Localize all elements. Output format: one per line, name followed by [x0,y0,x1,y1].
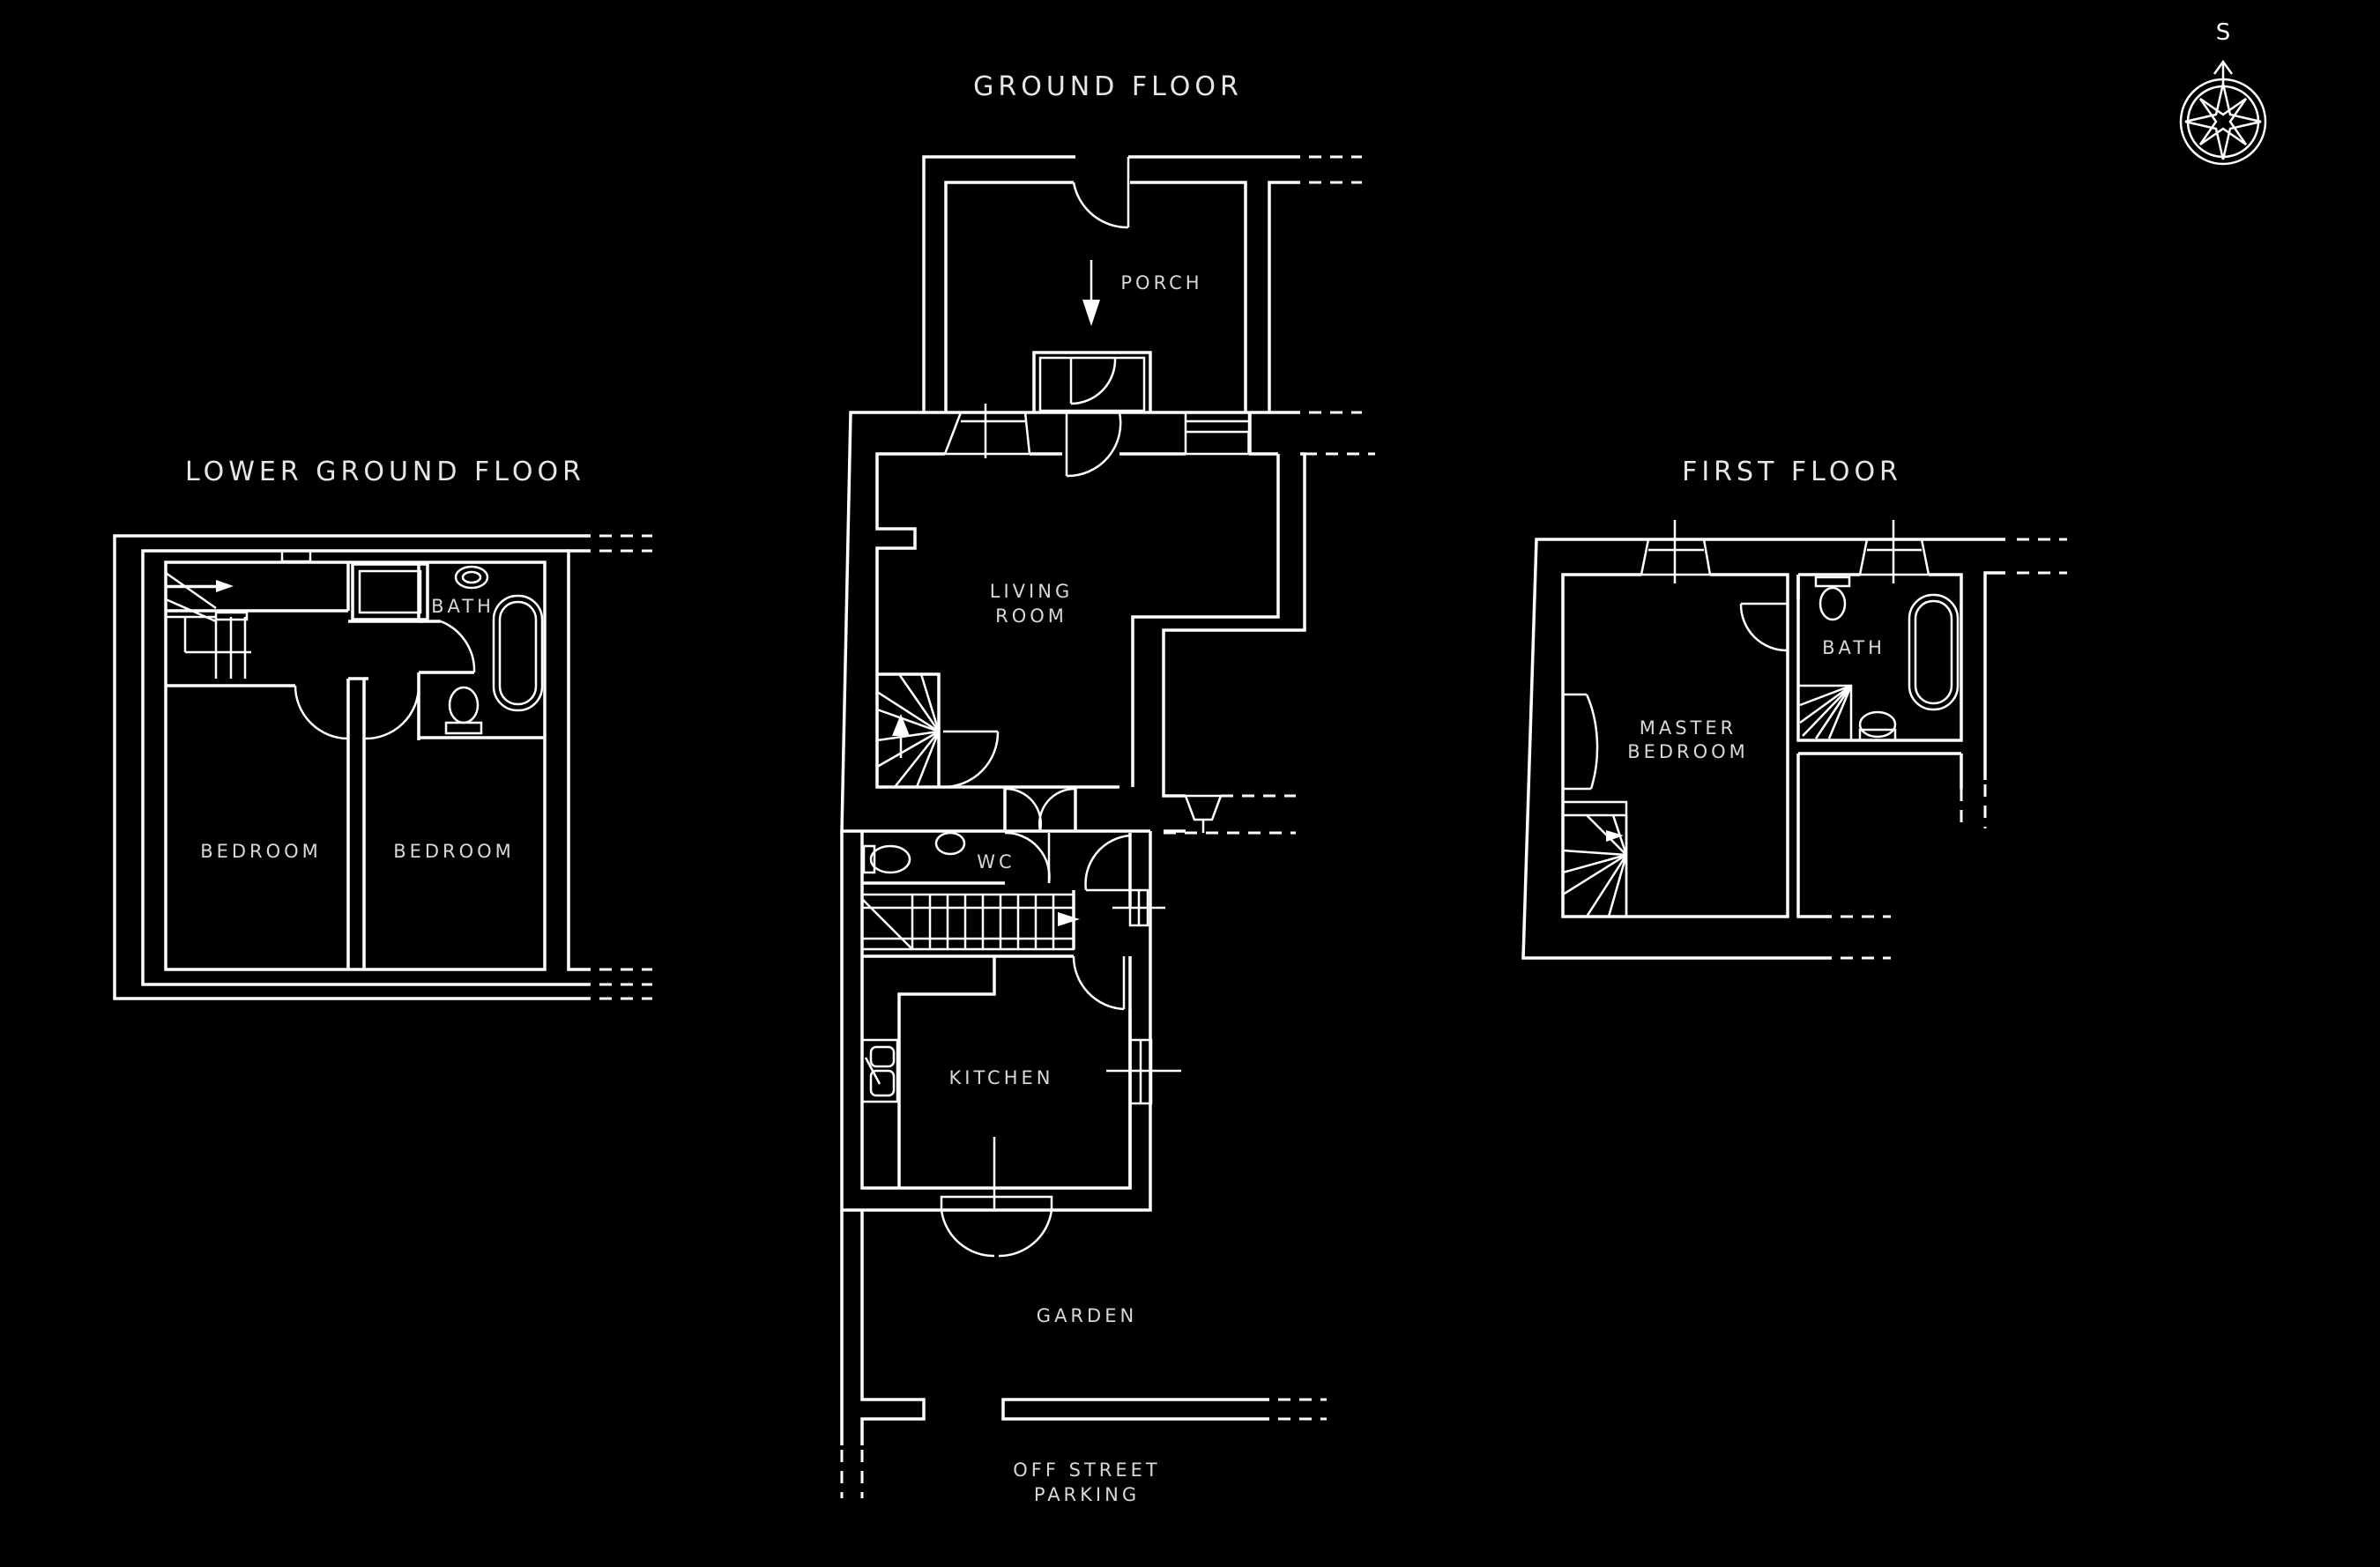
wc-basin-icon [934,831,966,856]
lg-toilet-icon [444,686,483,735]
window-icon [1106,1038,1181,1105]
master-bedroom-label-2: BEDROOM [1627,741,1749,762]
wc-label: WC [977,851,1015,873]
lg-bath-label: BATH [431,596,495,617]
parking-label-2: PARKING [1034,1484,1140,1505]
ff-shower-icon [1796,684,1853,742]
ground-stairs-icon [860,893,1080,951]
window-icon [1858,520,1930,583]
window-icon [1640,520,1712,583]
living-stairs-icon [876,672,941,788]
ff-toilet-icon [1814,576,1851,621]
window-icon [1184,411,1251,456]
porch-label: PORCH [1120,272,1202,293]
compass-icon: S [2179,19,2267,166]
garden-label: GARDEN [1037,1305,1137,1326]
ff-basin-icon [1858,710,1897,742]
first-floor-title: FIRST FLOOR [1682,457,1902,487]
vent-icon [1184,794,1223,833]
lg-bathtub-icon [492,594,544,712]
wc-toilet-icon [862,844,911,874]
kitchen-sink-icon [860,1038,899,1103]
lg-bedroom-1-label: BEDROOM [200,841,322,862]
compass-label: S [2216,19,2231,46]
lower-ground-floor-title: LOWER GROUND FLOOR [185,457,585,487]
first-floor-plan: MASTER BEDROOM BATH [1521,520,2067,960]
parking-label-1: OFF STREET [1013,1459,1160,1481]
window-icon [1112,888,1165,927]
living-room-label-2: ROOM [995,605,1067,627]
ground-floor-title: GROUND FLOOR [973,71,1243,102]
ff-bath-label: BATH [1822,637,1885,658]
lower-ground-floor-plan: BATH BEDROOM BEDROOM [113,534,652,1000]
lg-stairs-icon [165,571,251,679]
lg-bedroom-2-label: BEDROOM [393,841,515,862]
lg-basin-icon [454,565,489,590]
kitchen-label: KITCHEN [949,1067,1054,1088]
master-bedroom-label-1: MASTER [1640,717,1737,739]
entrance-arrow-icon [1082,260,1100,326]
ground-floor-plan: PORCH LIVING RO [840,155,1375,1505]
first-stairs-icon [1561,800,1628,918]
living-room-label-1: LIVING [990,581,1073,602]
ff-bathtub-icon [1908,593,1960,711]
